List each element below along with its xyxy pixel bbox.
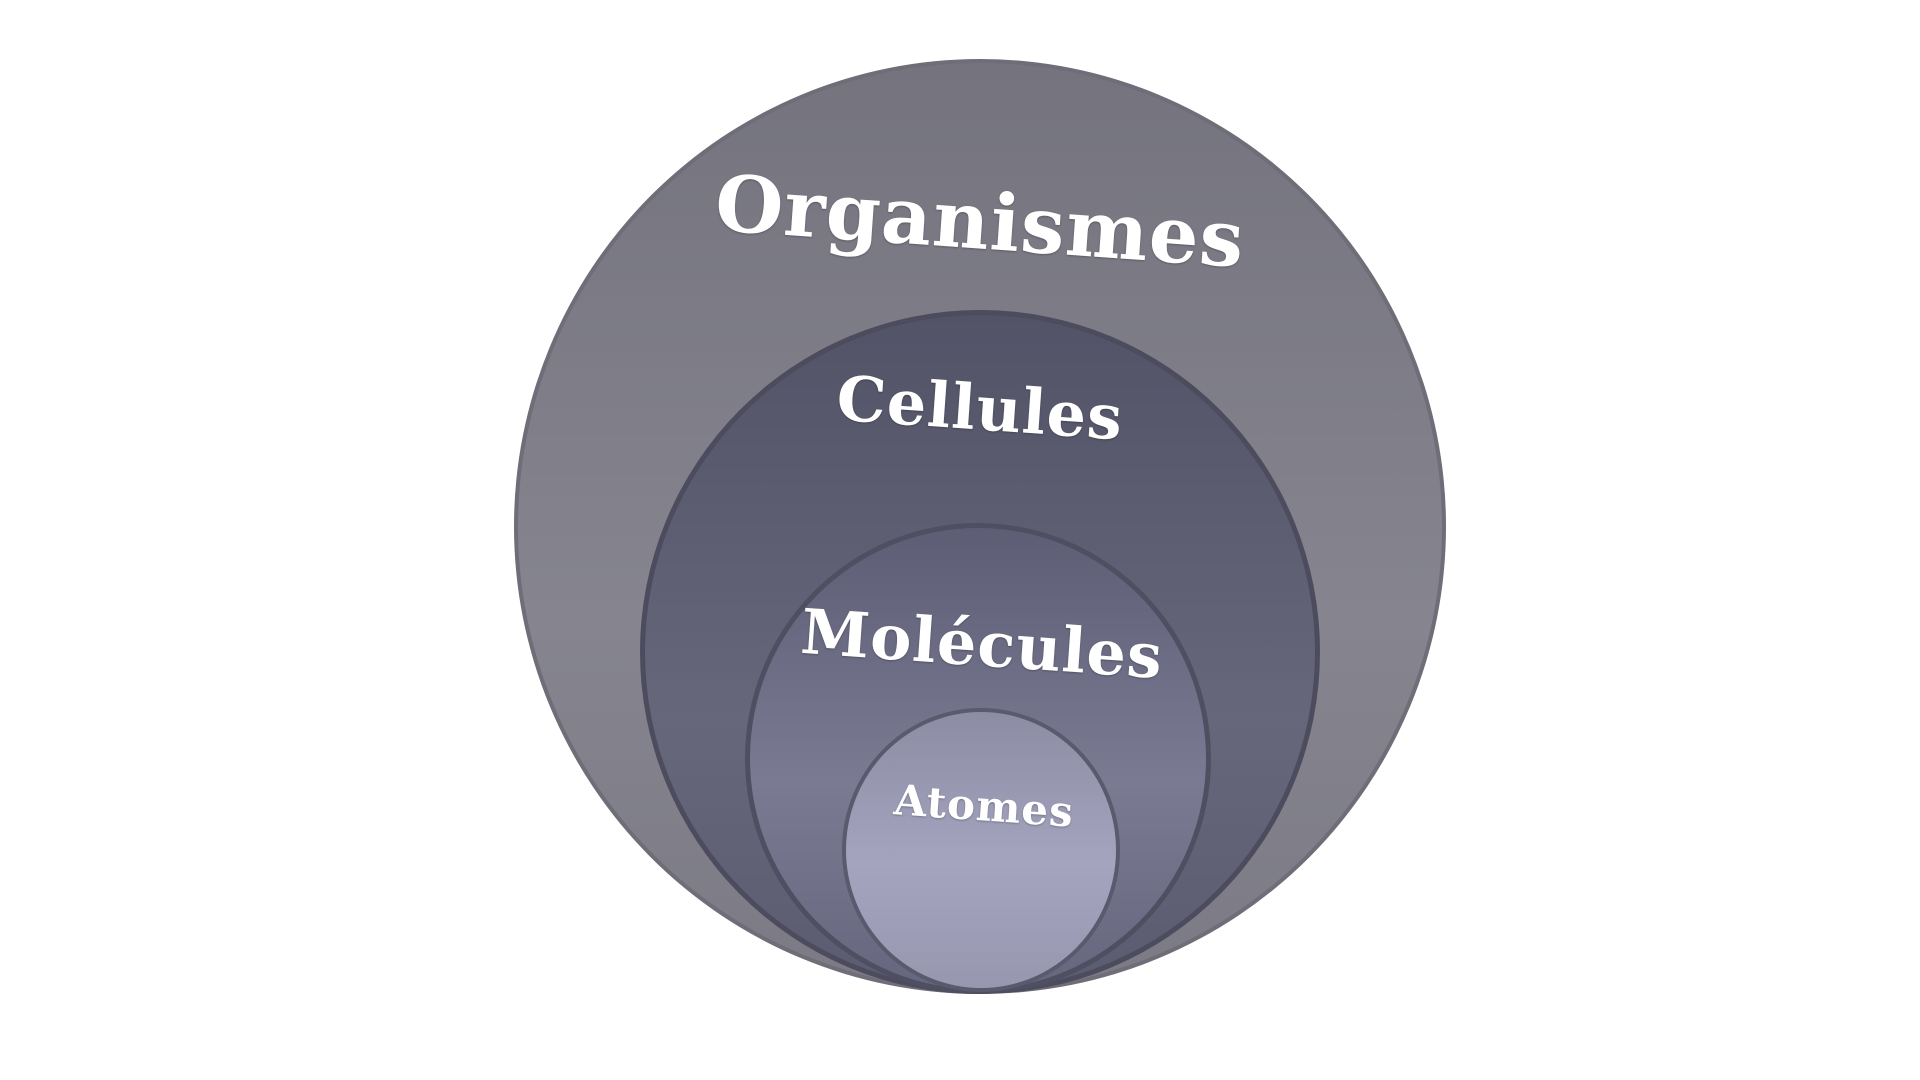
circle-atomes — [842, 708, 1120, 992]
